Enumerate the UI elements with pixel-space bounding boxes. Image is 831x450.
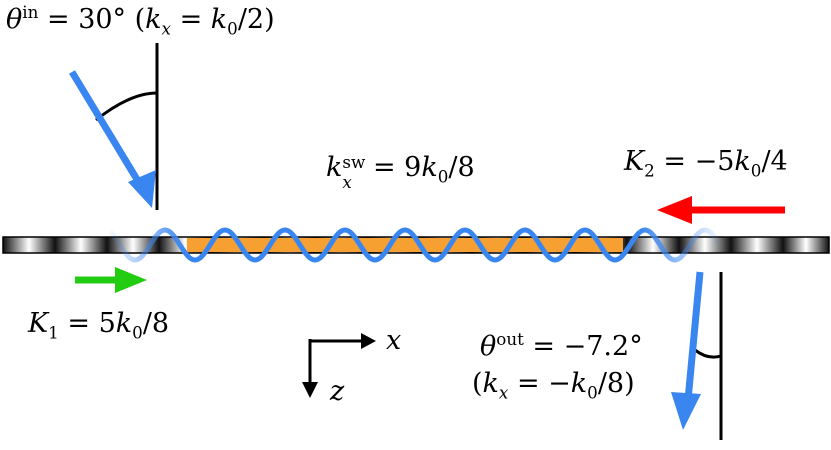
outgoing-beam-arrow (684, 271, 704, 401)
K2-arrowhead (657, 196, 692, 224)
incident-angle-arc (95, 91, 158, 122)
incident-beam-arrowhead (128, 170, 156, 208)
grating-stripe (627, 237, 679, 253)
outgoing-beam-arrowhead (671, 392, 701, 430)
grating-stripe (55, 237, 107, 253)
z-axis-arrowhead (302, 382, 318, 398)
x-axis-arrowhead (361, 333, 376, 349)
K1-arrowhead (115, 267, 147, 293)
theta-in-label: θin = 30° (kx = k0/2) (6, 2, 275, 39)
K1-label: K1 = 5k0/8 (28, 308, 170, 343)
film-region (187, 238, 623, 252)
incident-beam-arrow (69, 70, 150, 198)
z-axis-label: z (330, 376, 345, 407)
theta-out-kx-label: (kx = −k0/8) (472, 368, 635, 403)
spin-wave-fade-right (638, 227, 723, 263)
grating-stripe (783, 237, 829, 253)
outgoing-angle-arc (694, 348, 722, 359)
theta-out-label: θout = −7.2° (480, 329, 643, 362)
spin-wave-fade-left (108, 227, 188, 263)
x-axis-label: x (386, 325, 402, 356)
grating-stripe (731, 237, 783, 253)
K2-label: K2 = −5k0/4 (624, 146, 788, 181)
spin-wave (183, 227, 642, 263)
grating-stripe (3, 237, 55, 253)
